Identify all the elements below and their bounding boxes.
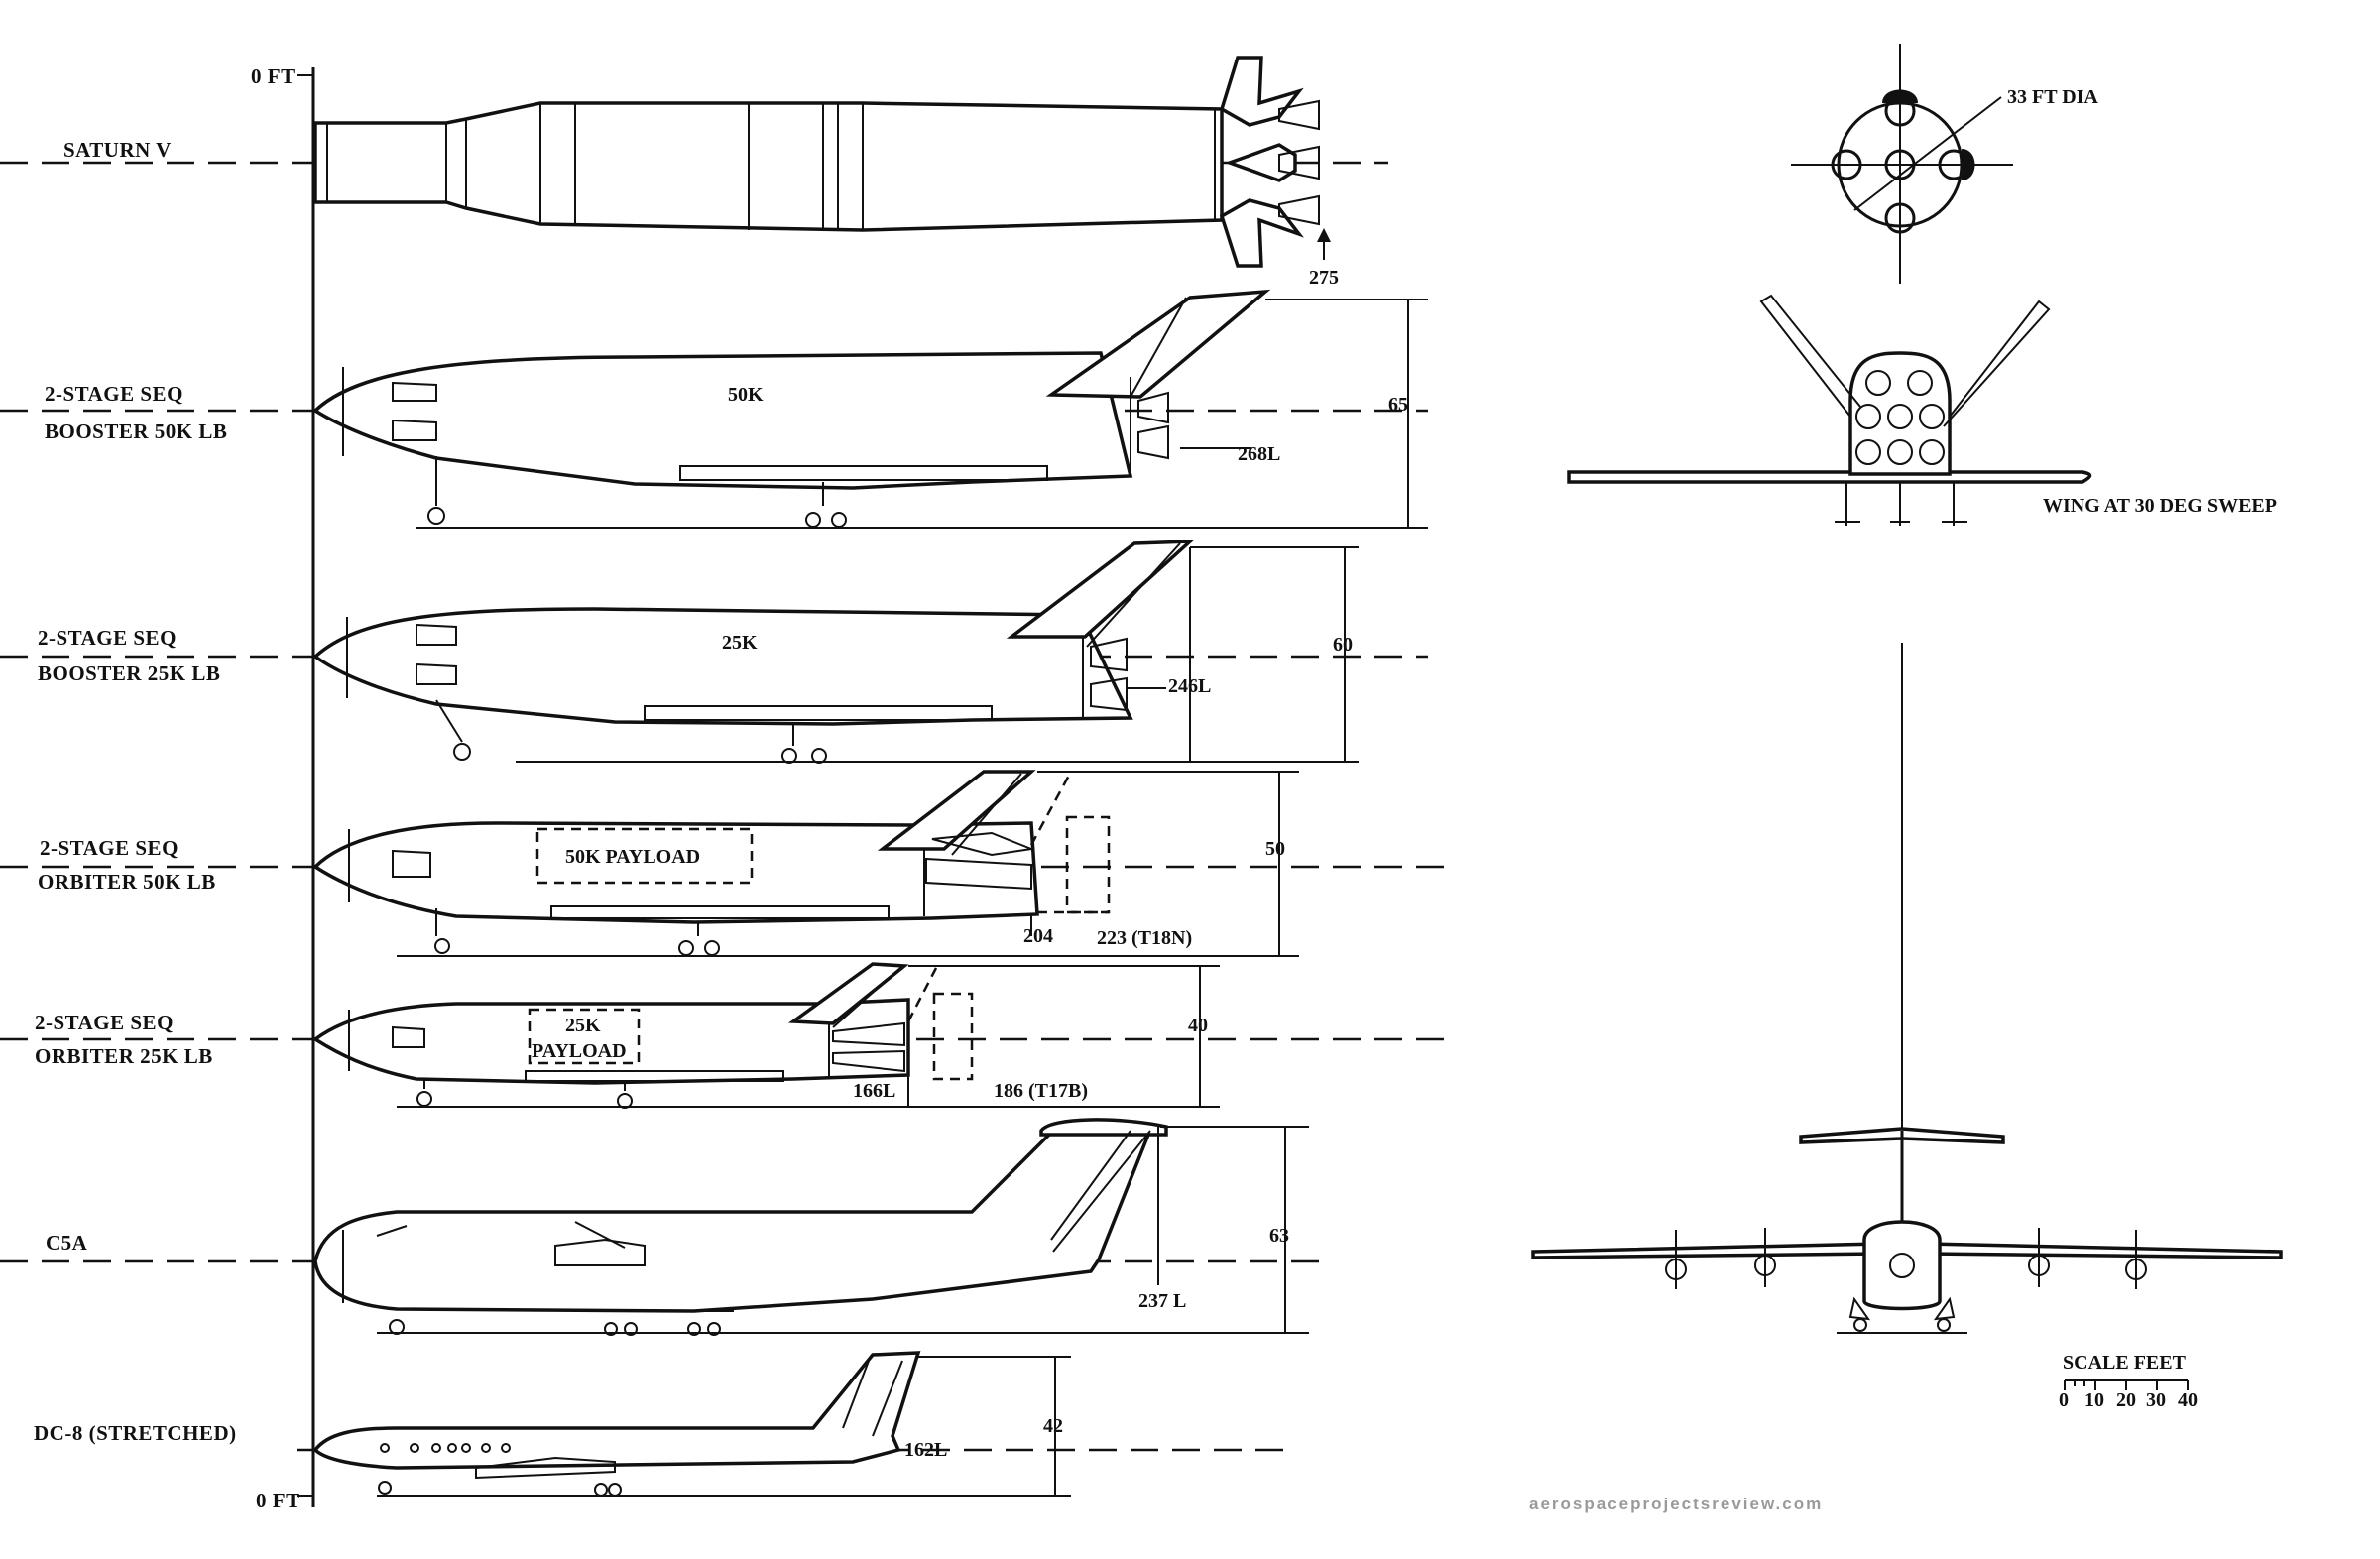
booster-25k-tag: 25K [722, 632, 758, 654]
c5a-label: C5A [46, 1231, 88, 1255]
watermark: aerospaceprojectsreview.com [1529, 1495, 1823, 1513]
c5a-length: 237 L [1138, 1290, 1186, 1312]
dc8-label: DC-8 (STRETCHED) [34, 1421, 237, 1445]
saturn-v-end-view [1791, 44, 2013, 284]
zero-datum [298, 67, 315, 1507]
saturn-v-length: 275 [1309, 267, 1339, 289]
orbiter-25k-height: 40 [1188, 1015, 1208, 1036]
orbiter-50k-length-b: 223 (T18N) [1097, 927, 1192, 949]
scale-tick-10: 10 [2084, 1389, 2104, 1411]
booster-50k-label-1: 2-STAGE SEQ [45, 382, 183, 406]
wing-sweep-label: WING AT 30 DEG SWEEP [2043, 495, 2277, 517]
booster-25k-height: 60 [1333, 634, 1353, 656]
scale-bar [2064, 1379, 2189, 1390]
booster-50k-tag: 50K [728, 384, 764, 406]
orbiter-50k-label-1: 2-STAGE SEQ [40, 836, 178, 860]
booster-50k-height: 65 [1388, 394, 1408, 416]
saturn-v-side-view [0, 56, 1388, 268]
scale-tick-40: 40 [2178, 1389, 2198, 1411]
orbiter-25k-label-1: 2-STAGE SEQ [35, 1011, 174, 1034]
orbiter-25k-length-a: 166L [853, 1080, 895, 1102]
c5a-height: 63 [1269, 1225, 1289, 1247]
scale-tick-0: 0 [2059, 1389, 2069, 1411]
orbiter-50k-height: 50 [1265, 838, 1285, 860]
saturn-v-label: SATURN V [63, 138, 172, 162]
orbiter-50k-payload: 50K PAYLOAD [565, 846, 700, 868]
c5a-front-view [1531, 643, 2283, 1334]
dc8-height: 42 [1043, 1415, 1063, 1437]
orbiter-50k-label-2: ORBITER 50K LB [38, 870, 216, 894]
zero-ft-top-label: 0 FT [251, 64, 296, 88]
scale-tick-20: 20 [2116, 1389, 2136, 1411]
booster-50k-side-view [0, 289, 1428, 529]
orbiter-25k-length-b: 186 (T17B) [994, 1080, 1088, 1102]
scale-title: SCALE FEET [2063, 1352, 2187, 1374]
booster-front-view [1567, 294, 2092, 526]
orbiter-50k-length-a: 204 [1023, 925, 1053, 947]
booster-50k-length: 268L [1238, 443, 1280, 465]
orbiter-50k-side-view [0, 770, 1448, 957]
dc8-side-view [298, 1351, 1289, 1497]
booster-25k-label-1: 2-STAGE SEQ [38, 626, 177, 650]
booster-50k-label-2: BOOSTER 50K LB [45, 420, 227, 443]
zero-ft-bottom-label: 0 FT [256, 1489, 300, 1512]
dc8-length: 162L [904, 1439, 947, 1461]
scale-tick-30: 30 [2146, 1389, 2166, 1411]
booster-25k-side-view [0, 540, 1428, 764]
c5a-side-view [0, 1118, 1329, 1336]
saturn-diameter-label: 33 FT DIA [2007, 86, 2098, 108]
orbiter-25k-side-view [0, 962, 1448, 1109]
booster-25k-length: 246L [1168, 675, 1211, 697]
booster-25k-label-2: BOOSTER 25K LB [38, 661, 220, 685]
orbiter-25k-payload-1: 25K [565, 1015, 601, 1036]
orbiter-25k-label-2: ORBITER 25K LB [35, 1044, 213, 1068]
orbiter-25k-payload-2: PAYLOAD [532, 1040, 627, 1062]
